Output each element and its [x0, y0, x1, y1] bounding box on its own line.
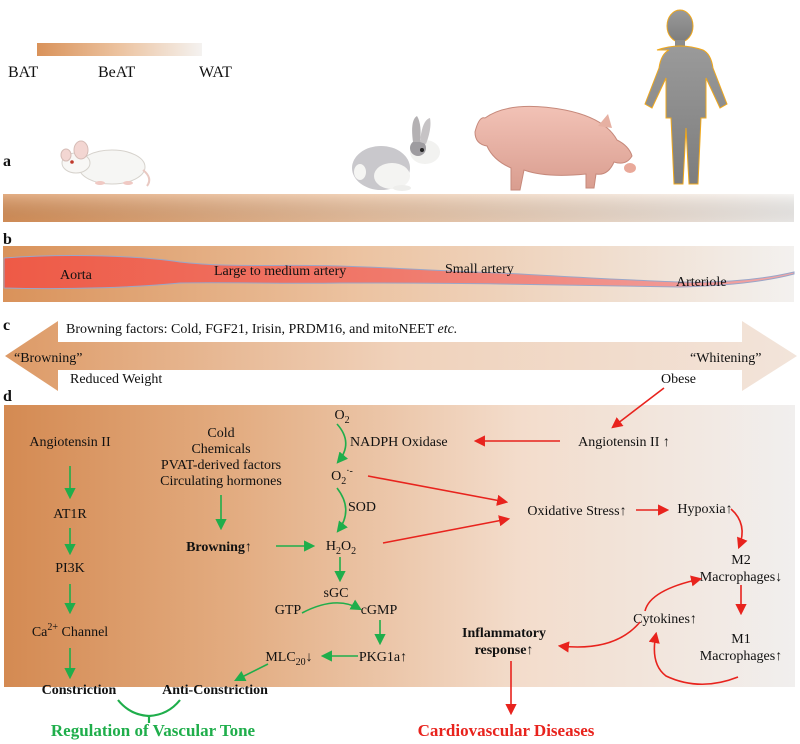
pkg1a-node: PKG1a↑ [359, 650, 407, 665]
arrow-o2-to-superoxide [336, 423, 349, 464]
stimulus-chemicals: Chemicals [191, 442, 250, 457]
oxidative-stress-node: Oxidative Stress↑ [527, 504, 626, 519]
reduced-weight-label: Reduced Weight [70, 372, 162, 387]
arrow-h2o2-to-oxidative [382, 515, 511, 544]
browning-label: “Browning” [14, 351, 82, 366]
anti-constriction-node: Anti-Constriction [162, 683, 268, 698]
mouse-image [60, 140, 151, 187]
browning-up-node: Browning↑ [186, 540, 252, 555]
arrow-m1-to-cytokines [648, 631, 739, 686]
panel-d-label: d [3, 388, 12, 405]
legend-wat-label: WAT [199, 64, 232, 81]
angiotensin-ii-node: Angiotensin II [29, 435, 111, 450]
whitening-label: “Whitening” [690, 351, 762, 366]
arrow-hypoxia-to-m2 [730, 508, 748, 550]
arrow-gtp-to-cgmp [301, 599, 362, 614]
browning-stimuli: Cold Chemicals PVAT-derived factors Circ… [160, 426, 282, 489]
green-arrows [64, 423, 386, 723]
arrow-cytokines-to-inflammatory [557, 621, 641, 653]
panel-a-label: a [3, 153, 11, 170]
legend-gradient-bar [37, 43, 202, 56]
vessel-arteriole-label: Arteriole [676, 275, 727, 290]
cgmp-node: cGMP [361, 603, 398, 618]
regulation-vascular-tone-label: Regulation of Vascular Tone [51, 721, 256, 740]
ca-channel-node: Ca2+ Channel [32, 622, 108, 640]
sod-node: SOD [348, 500, 376, 515]
arrow-obese-to-angiotensin [611, 387, 665, 429]
nadph-oxidase-node: NADPH Oxidase [350, 435, 448, 450]
pig-image [474, 105, 636, 191]
stimulus-pvat-factors: PVAT-derived factors [161, 458, 281, 473]
human-silhouette [644, 9, 728, 185]
arrow-superoxide-to-oxidative [367, 475, 509, 506]
obese-label: Obese [661, 372, 696, 387]
angiotensin-signaling-chain: Angiotensin II AT1R PI3K Ca2+ Channel Co… [29, 435, 268, 740]
arrow-cytokines-to-m2 [644, 575, 703, 612]
legend-beat-label: BeAT [98, 64, 136, 81]
at1r-node: AT1R [53, 507, 87, 522]
angiotensin-ii-up-node: Angiotensin II ↑ [578, 435, 670, 450]
pi3k-node: PI3K [55, 561, 85, 576]
browning-factors-text: Browning factors: Cold, FGF21, Irisin, P… [66, 322, 457, 337]
arrow-mlc-to-anti [233, 663, 269, 682]
panel-c-label: c [3, 317, 10, 334]
constriction-node: Constriction [42, 683, 117, 698]
vessel-large-medium-label: Large to medium artery [214, 264, 346, 279]
cardiovascular-diseases-label: Cardiovascular Diseases [418, 721, 595, 740]
o2-node: O2 [334, 408, 349, 426]
panel-d-background [4, 405, 795, 687]
red-arrows [367, 387, 748, 716]
legend-bat-label: BAT [8, 64, 38, 81]
stimulus-cold: Cold [207, 426, 234, 441]
browning-whitening-arrow [5, 321, 797, 391]
vessel-aorta-label: Aorta [60, 268, 93, 283]
superoxide-node: O2·- [331, 466, 353, 487]
gtp-node: GTP [275, 603, 302, 618]
sgc-node: sGC [324, 586, 349, 601]
mlc20-node: MLC20↓ [265, 650, 312, 668]
panel-b-label: b [3, 231, 12, 248]
cytokines-node: Cytokines↑ [633, 612, 697, 627]
hypoxia-node: Hypoxia↑ [677, 502, 732, 517]
brace-regulation [117, 699, 181, 718]
arrow-superoxide-to-h2o2 [336, 487, 348, 533]
rabbit-image [352, 116, 440, 191]
vessel-small-artery-label: Small artery [445, 262, 514, 277]
h2o2-node: H2O2 [326, 539, 356, 557]
artery-tapering-shape [3, 254, 795, 290]
stimulus-circulating-hormones: Circulating hormones [160, 474, 282, 489]
tissue-legend: BAT BeAT WAT [8, 43, 232, 81]
